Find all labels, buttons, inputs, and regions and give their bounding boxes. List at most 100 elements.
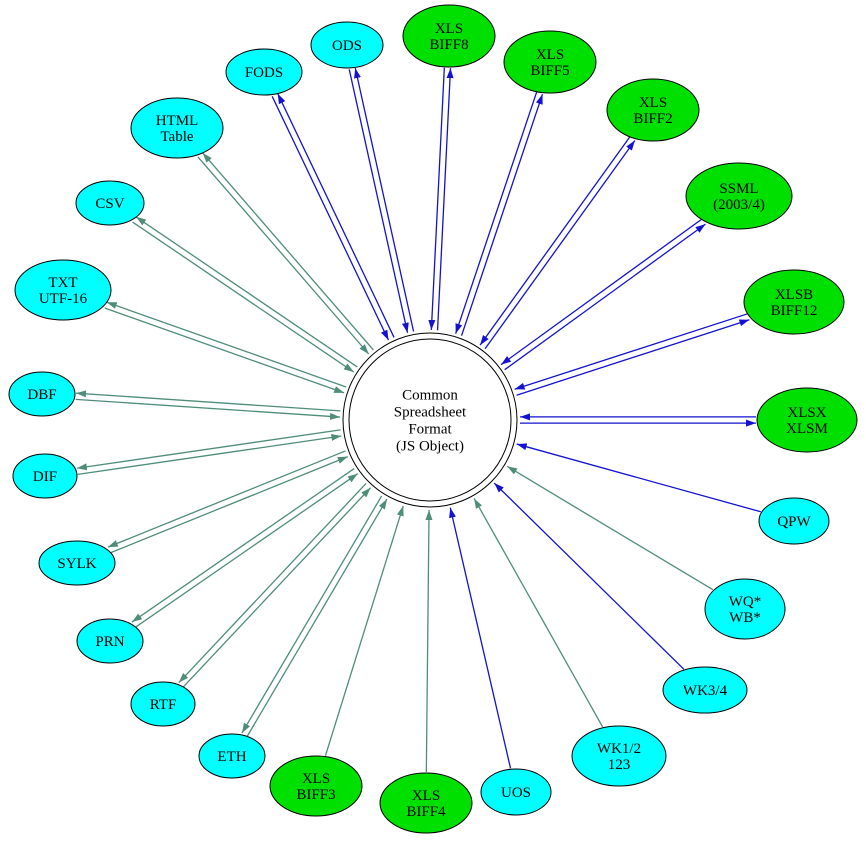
node-prn: PRN	[76, 618, 144, 664]
node-ods: ODS	[310, 21, 384, 69]
node-html-table-ellipse	[130, 97, 224, 159]
edge-dif	[76, 429, 342, 476]
node-sylk-ellipse	[38, 540, 116, 586]
edge-html-table	[197, 152, 374, 355]
node-ssml: SSML(2003/4)	[685, 162, 793, 230]
edge-ods	[348, 67, 415, 333]
edge-fods-write	[277, 93, 395, 338]
edge-txt-utf16	[104, 301, 347, 394]
edge-xls-biff5-read	[455, 91, 538, 334]
edge-xls-biff3-read	[324, 505, 404, 756]
node-fods-ellipse	[225, 48, 303, 96]
center-outer-circle	[342, 332, 518, 508]
node-uos-label: UOS	[501, 785, 531, 801]
edge-xls-biff3	[324, 505, 404, 756]
node-csv: CSV	[75, 180, 145, 226]
edge-html-table-read	[197, 156, 370, 355]
node-ods-label: ODS	[332, 38, 362, 54]
node-wk12-123-ellipse	[571, 725, 667, 787]
edge-xls-biff8-write	[436, 68, 454, 331]
node-uos: UOS	[480, 768, 552, 816]
edge-wk12-123	[473, 498, 604, 728]
node-xlsb-ellipse	[743, 269, 845, 335]
edge-eth-write	[241, 495, 383, 734]
node-ssml-label: SSML(2003/4)	[713, 181, 765, 213]
edge-dbf	[75, 390, 341, 420]
node-prn-label: PRN	[95, 634, 124, 650]
node-wq-wb-label: WQ*WB*	[729, 594, 762, 626]
edge-ssml-write	[504, 223, 706, 371]
node-xls-biff4-ellipse	[379, 772, 473, 834]
edge-xlsb-write	[516, 319, 750, 396]
edge-eth	[241, 495, 388, 737]
node-fods-label: FODS	[245, 65, 283, 81]
edge-wk34	[493, 482, 685, 670]
edge-qpw	[516, 443, 761, 513]
edge-ods-write	[354, 67, 415, 332]
edge-wq-wb	[506, 465, 714, 591]
edge-csv-read	[132, 221, 355, 373]
node-wk34-ellipse	[662, 666, 748, 714]
node-txt-utf16-ellipse	[14, 259, 112, 321]
edge-dif-read	[77, 433, 342, 476]
edge-xls-biff2	[479, 136, 636, 350]
node-qpw: QPW	[758, 497, 830, 545]
edge-qpw-read	[516, 443, 761, 513]
edge-xlsb	[514, 313, 750, 396]
edge-xls-biff5	[455, 91, 544, 336]
node-xlsx-ellipse	[756, 387, 858, 453]
edge-sylk-read	[109, 456, 348, 554]
edge-txt-utf16-read	[104, 307, 345, 394]
node-sylk-label: SYLK	[57, 556, 96, 572]
edge-uos	[449, 507, 512, 769]
node-xls-biff5-ellipse	[503, 30, 597, 94]
node-eth: ETH	[198, 733, 266, 779]
node-xls-biff8-ellipse	[402, 4, 496, 68]
edge-prn-read	[135, 473, 359, 628]
node-uos-ellipse	[480, 768, 552, 816]
node-fods: FODS	[225, 48, 303, 96]
node-sylk: SYLK	[38, 540, 116, 586]
edge-fods-read	[271, 96, 390, 341]
node-ssml-ellipse	[685, 162, 793, 230]
node-xls-biff3-ellipse	[269, 755, 363, 817]
node-dbf-ellipse	[8, 371, 76, 417]
edge-rtf-write	[178, 483, 367, 684]
node-wk34-label: WK3/4	[683, 683, 728, 699]
edge-txt-utf16-write	[106, 301, 347, 388]
node-prn-ellipse	[76, 618, 144, 664]
center-inner-circle	[348, 338, 512, 502]
edges	[75, 67, 761, 773]
edge-dbf-write	[75, 390, 341, 412]
edge-rtf	[178, 483, 372, 688]
edge-uos-read	[449, 507, 512, 769]
node-wq-wb-ellipse	[704, 578, 786, 640]
edge-csv-write	[135, 216, 358, 368]
node-ods-ellipse	[310, 21, 384, 69]
edge-ssml	[500, 218, 706, 371]
node-dif-label: DIF	[33, 469, 57, 485]
node-dif: DIF	[12, 453, 78, 499]
node-qpw-ellipse	[758, 497, 830, 545]
edge-wq-wb-read	[506, 465, 714, 591]
edge-ssml-read	[500, 218, 703, 366]
edge-xls-biff8-read	[428, 67, 445, 330]
